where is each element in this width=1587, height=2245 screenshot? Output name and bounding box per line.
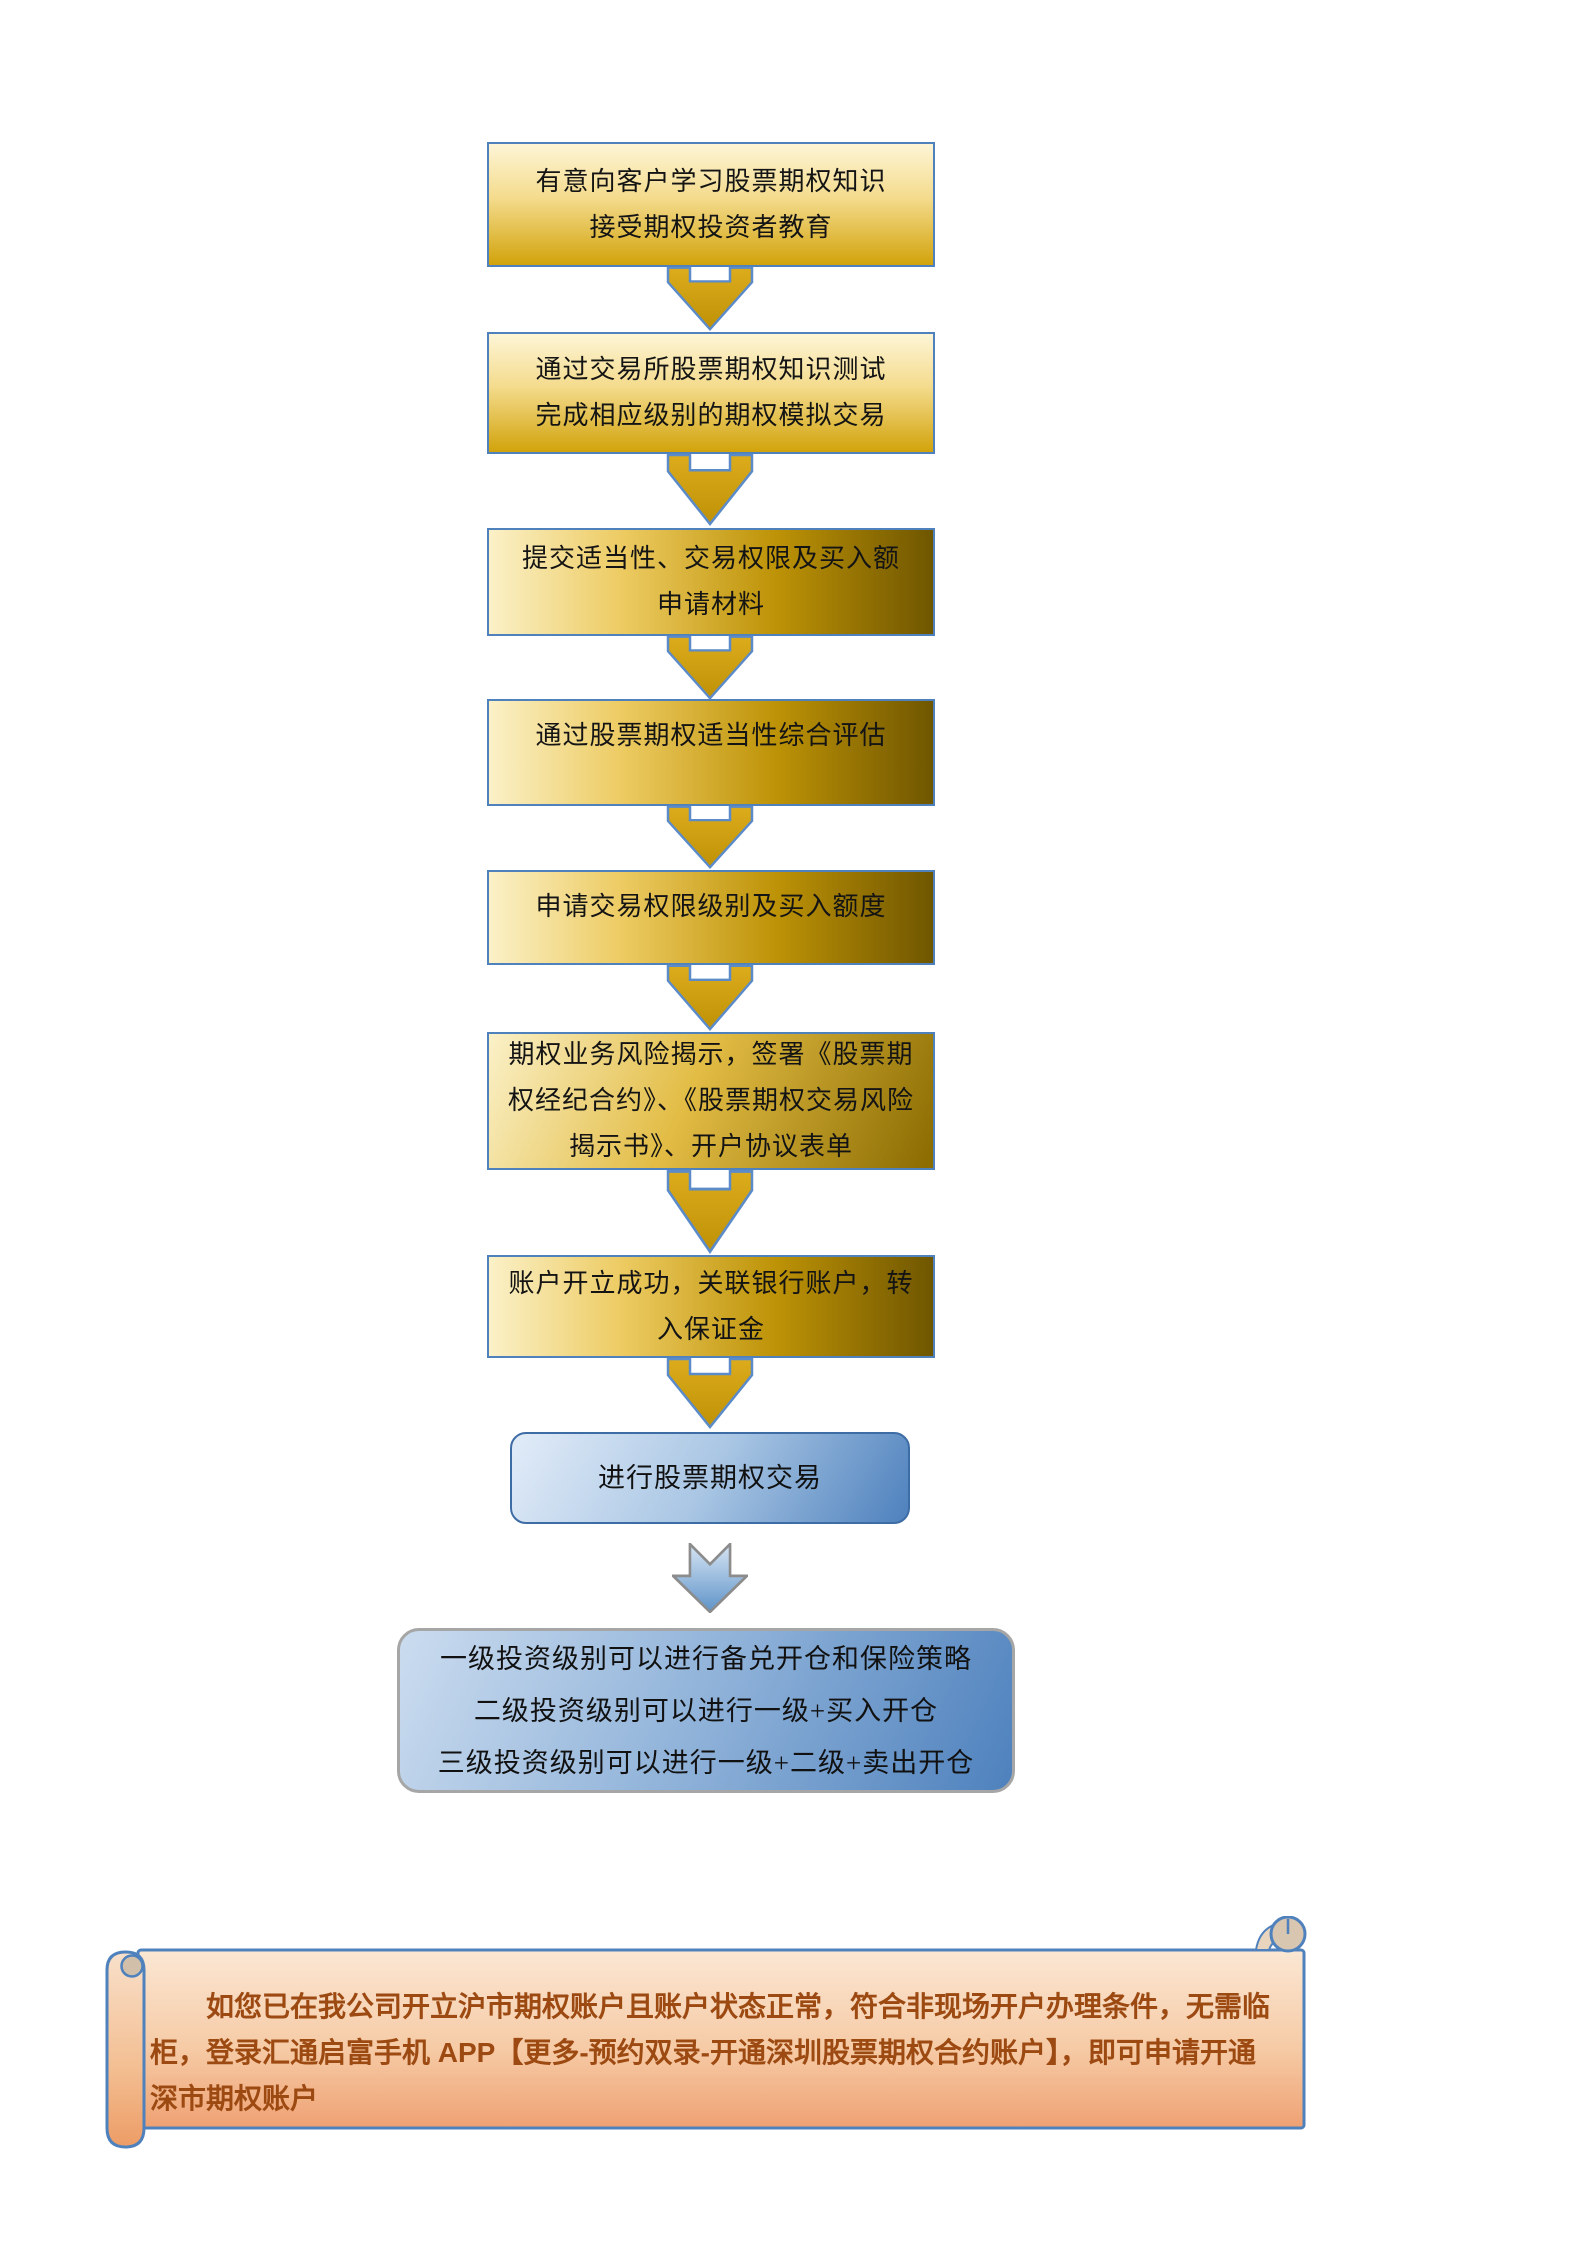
scroll-left-roll xyxy=(105,1950,146,2149)
down-arrow-icon xyxy=(666,453,754,526)
scroll-banner xyxy=(105,1916,1307,2149)
flow-step-3-text: 提交适当性、交易权限及买入额 申请材料 xyxy=(521,544,900,619)
flow-step-7: 账户开立成功，关联银行账户，转 入保证金 xyxy=(487,1255,935,1358)
flow-step-3: 提交适当性、交易权限及买入额 申请材料 xyxy=(487,528,935,636)
note-text: 如您已在我公司开立沪市期权账户且账户状态正常，符合非现场开户办理条件，无需临 柜… xyxy=(150,1991,1271,2114)
levels-box-text: 一级投资级别可以进行备兑开仓和保险策略 二级投资级别可以进行一级+买入开仓 三级… xyxy=(437,1643,975,1778)
flow-step-4-text: 通过股票期权适当性综合评估 xyxy=(535,721,887,750)
flow-step-6: 期权业务风险揭示，签署《股票期 权经纪合约》、《股票期权交易风险 揭示书》、开户… xyxy=(487,1032,935,1170)
flow-step-2-text: 通过交易所股票期权知识测试 完成相应级别的期权模拟交易 xyxy=(535,355,887,430)
down-arrow-icon xyxy=(666,1169,754,1254)
flow-step-4: 通过股票期权适当性综合评估 xyxy=(487,699,935,806)
down-arrow-icon xyxy=(666,964,754,1031)
trade-box-text: 进行股票期权交易 xyxy=(598,1463,822,1493)
flow-step-1: 有意向客户学习股票期权知识 接受期权投资者教育 xyxy=(487,142,935,267)
down-arrow-icon xyxy=(666,1357,754,1429)
flow-step-6-text: 期权业务风险揭示，签署《股票期 权经纪合约》、《股票期权交易风险 揭示书》、开户… xyxy=(507,1040,914,1161)
trade-box: 进行股票期权交易 xyxy=(510,1432,910,1524)
scroll-left-curl-line xyxy=(120,1965,133,1978)
flow-step-2: 通过交易所股票期权知识测试 完成相应级别的期权模拟交易 xyxy=(487,332,935,454)
flow-step-5-text: 申请交易权限级别及买入额度 xyxy=(535,892,887,921)
flow-step-1-text: 有意向客户学习股票期权知识 接受期权投资者教育 xyxy=(535,166,887,242)
down-arrow-blue-icon xyxy=(672,1543,748,1613)
down-arrow-icon xyxy=(666,266,754,331)
flow-step-5: 申请交易权限级别及买入额度 xyxy=(487,870,935,965)
levels-box: 一级投资级别可以进行备兑开仓和保险策略 二级投资级别可以进行一级+买入开仓 三级… xyxy=(397,1628,1015,1793)
flow-step-7-text: 账户开立成功，关联银行账户，转 入保证金 xyxy=(508,1268,914,1344)
down-arrow-icon xyxy=(666,635,754,700)
down-arrow-icon xyxy=(666,805,754,869)
